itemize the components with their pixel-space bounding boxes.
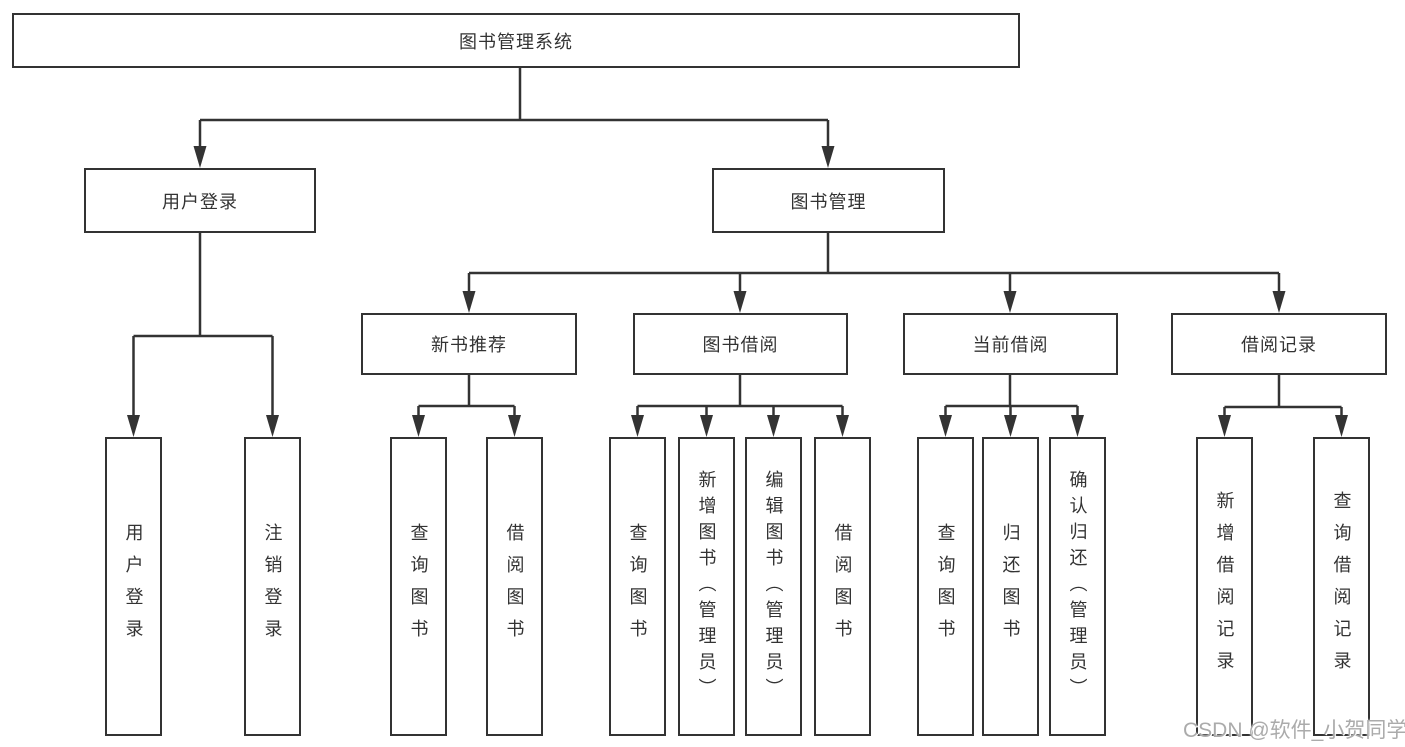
node-label: 查询图书 [408,522,429,651]
node-label: 借阅图书 [504,522,525,651]
node-label: 确认归还（管理员） [1067,469,1088,704]
leaf-borrow-books: 借阅图书 [814,437,871,736]
node-label: 注销登录 [262,522,283,651]
node-book-borrowing: 图书借阅 [633,313,848,375]
node-label: 图书管理系统 [459,31,573,52]
node-label: 图书借阅 [702,335,779,355]
node-label: 归还图书 [1000,522,1021,651]
leaf-add-book-admin: 新增图书（管理员） [678,437,735,736]
node-user-login: 用户登录 [84,168,316,233]
leaf-edit-book-admin: 编辑图书（管理员） [745,437,802,736]
leaf-add-borrow-record: 新增借阅记录 [1196,437,1253,736]
node-label: 查询图书 [627,522,648,651]
node-label: 新增图书（管理员） [696,469,717,704]
node-label: 用户登录 [162,191,238,212]
leaf-return-books: 归还图书 [982,437,1039,736]
leaf-query-books-recommend: 查询图书 [390,437,447,736]
node-label: 借阅记录 [1241,335,1317,355]
node-current-borrowing: 当前借阅 [903,313,1118,375]
csdn-watermark: CSDN @软件_小贺同学 [1183,719,1405,742]
node-label: 当前借阅 [972,335,1049,355]
leaf-query-books-current: 查询图书 [917,437,974,736]
node-library-management-system: 图书管理系统 [12,13,1020,68]
leaf-user-login: 用户登录 [105,437,162,736]
node-new-book-recommendation: 新书推荐 [361,313,577,375]
node-label: 用户登录 [123,522,144,651]
leaf-logout: 注销登录 [244,437,301,736]
node-label: 借阅图书 [832,522,853,651]
node-label: 新增借阅记录 [1214,490,1235,683]
node-label: 图书管理 [790,191,867,212]
leaf-query-books-borrowing: 查询图书 [609,437,666,736]
leaf-confirm-return-admin: 确认归还（管理员） [1049,437,1106,736]
node-label: 查询借阅记录 [1331,490,1352,683]
node-label: 查询图书 [935,522,956,651]
leaf-borrow-books-recommend: 借阅图书 [486,437,543,736]
node-book-management: 图书管理 [712,168,945,233]
node-borrowing-records: 借阅记录 [1171,313,1387,375]
node-label: 新书推荐 [431,335,507,355]
leaf-query-borrow-record: 查询借阅记录 [1313,437,1370,736]
node-label: 编辑图书（管理员） [763,469,784,704]
